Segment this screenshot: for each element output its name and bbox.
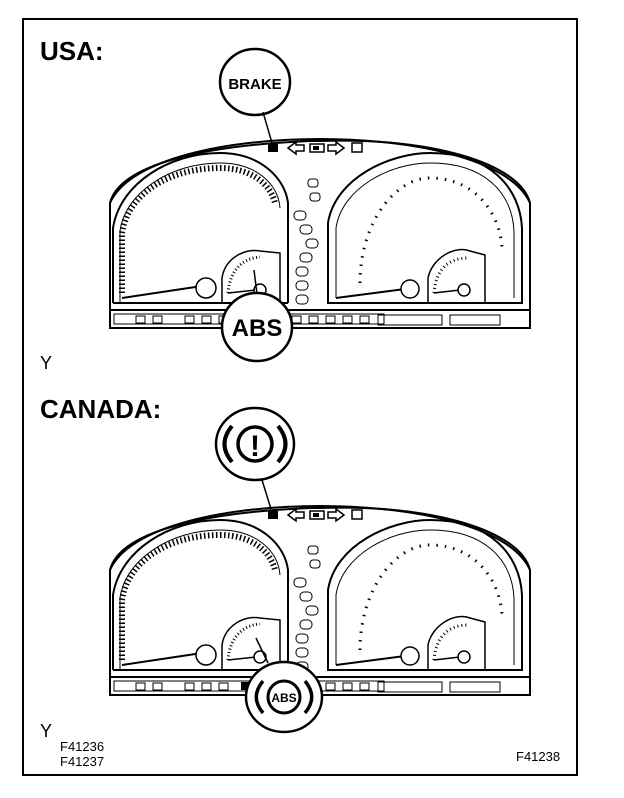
usa-instrument-cluster xyxy=(110,139,530,328)
usa-brake-indicator-callout: BRAKE xyxy=(218,47,292,144)
figure-code-left-1: F41236 xyxy=(60,739,105,754)
usa-brake-label: BRAKE xyxy=(228,76,281,93)
canada-abs-indicator-callout: ABS xyxy=(244,637,324,734)
canada-instrument-cluster xyxy=(110,506,530,695)
canada-footnote-mark: Y xyxy=(40,721,53,741)
figure-code-right: F41238 xyxy=(516,749,561,764)
usa-heading: USA: xyxy=(40,36,104,66)
figure-code-left-2: F41237 xyxy=(60,754,105,769)
figure-frame xyxy=(22,18,578,776)
exclamation-circle-icon: ! xyxy=(222,424,288,464)
usa-footnote-mark: Y xyxy=(40,353,53,373)
canada-abs-label: ABS xyxy=(271,691,296,705)
usa-abs-label: ABS xyxy=(232,315,283,342)
canada-brake-indicator-callout: ! xyxy=(214,406,296,510)
canada-exclamation-label: ! xyxy=(250,430,260,463)
usa-abs-indicator-callout: ABS xyxy=(220,269,294,363)
canada-heading: CANADA: xyxy=(40,394,162,424)
